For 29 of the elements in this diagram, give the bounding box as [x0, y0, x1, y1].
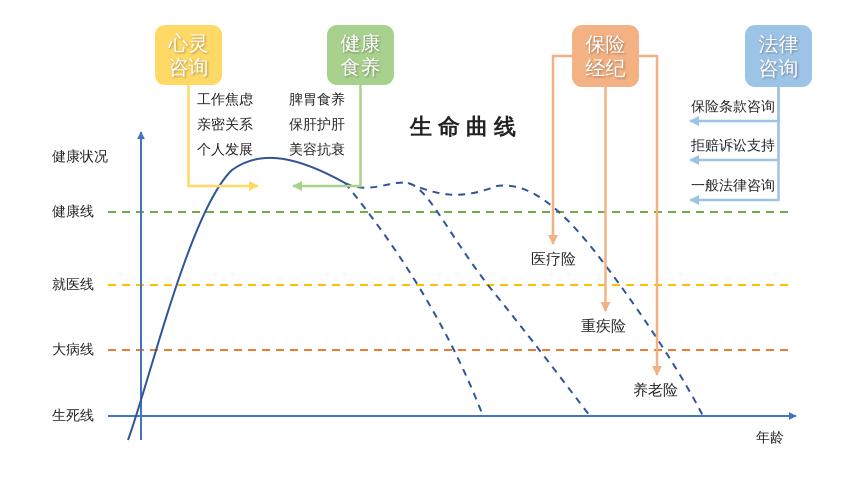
service-box: 心灵咨询 [155, 25, 222, 85]
arrow [639, 54, 662, 376]
axis-label: 年龄 [756, 429, 784, 447]
insurance-label: 养老险 [633, 381, 678, 399]
item-label: 美容抗衰 [289, 141, 345, 159]
service-box: 法律咨询 [745, 25, 812, 87]
axis-label: 大病线 [52, 341, 94, 359]
item-label: 保肝护肝 [289, 116, 345, 134]
item-label: 个人发展 [197, 141, 253, 159]
service-box: 保险经纪 [572, 25, 639, 87]
title: 生命曲线 [410, 115, 522, 141]
arrow [689, 87, 780, 205]
item-label: 脾胃食养 [289, 91, 345, 109]
arrow [600, 87, 610, 312]
arrow [292, 85, 362, 191]
axis-label: 就医线 [52, 276, 94, 294]
item-label: 工作焦虑 [197, 91, 253, 109]
item-label: 亲密关系 [197, 116, 253, 134]
edge-label: 拒赔诉讼支持 [690, 137, 776, 155]
axis-label: 健康状况 [52, 148, 108, 166]
edge-label: 一般法律咨询 [690, 177, 776, 195]
edge-label: 保险条款咨询 [690, 98, 776, 116]
service-box: 健康食养 [327, 25, 394, 85]
insurance-label: 医疗险 [531, 250, 576, 268]
arrow [548, 54, 572, 245]
axis-label: 生死线 [52, 407, 94, 425]
axis-label: 健康线 [52, 203, 94, 221]
arrow [187, 85, 259, 191]
insurance-label: 重疾险 [581, 317, 626, 335]
